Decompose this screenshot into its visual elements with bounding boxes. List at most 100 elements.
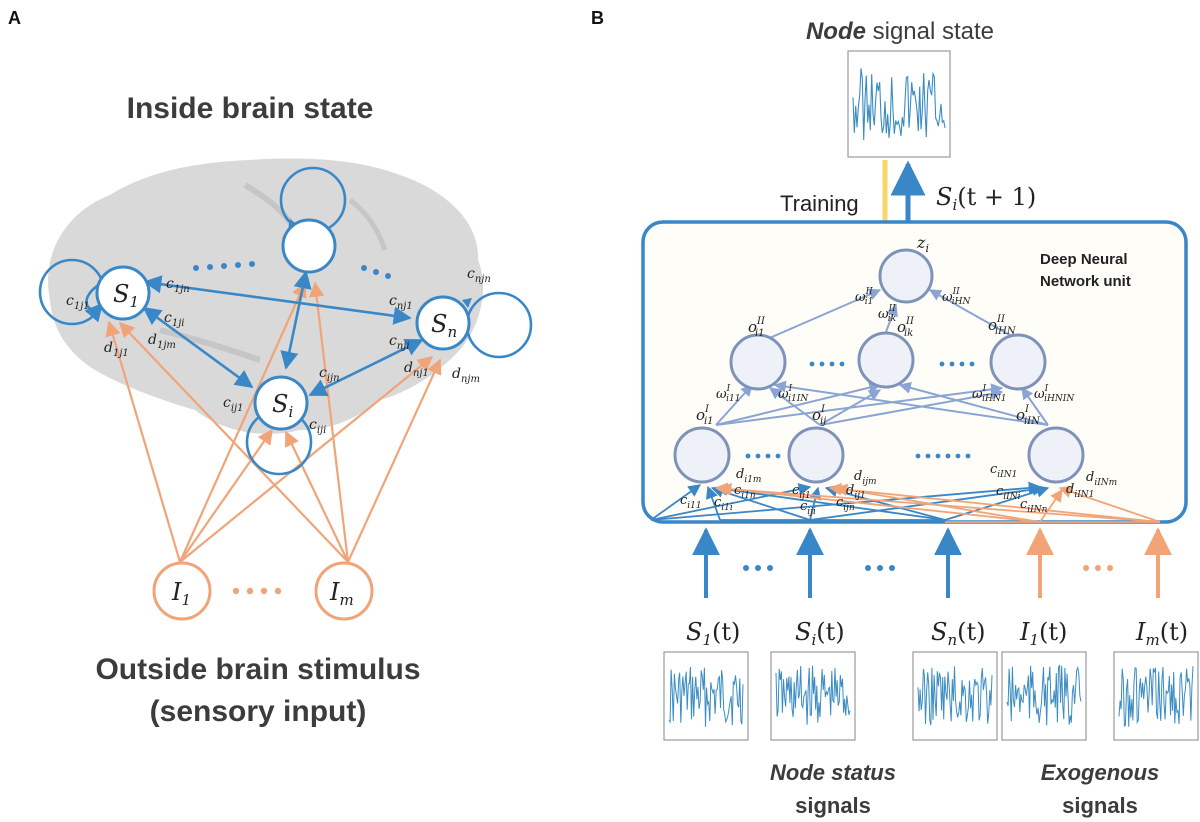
output-label: Si(t + 1) xyxy=(936,183,1036,214)
svg-text:cij1: cij1 xyxy=(792,483,811,501)
edge-label-sub: i1n xyxy=(741,491,756,501)
node-signal-state-title: Node signal state xyxy=(806,18,994,45)
edge-label-sub: nji xyxy=(397,341,410,352)
input-label-rest: (t) xyxy=(1160,618,1188,646)
svg-text:cnji: cnji xyxy=(389,333,410,352)
input-signal-trace xyxy=(1118,666,1194,727)
input-label-main: S xyxy=(686,618,702,646)
w-sup: II xyxy=(888,304,897,314)
w-sup: I xyxy=(982,384,987,394)
edge-label-sub: iIN1 xyxy=(1074,490,1094,500)
node-top xyxy=(281,218,337,274)
panel-a-bottom-line2: (sensory input) xyxy=(150,695,367,728)
panel-b-letter: B xyxy=(591,8,604,28)
svg-text:dnjm: dnjm xyxy=(452,366,480,385)
w-sub: ik xyxy=(888,314,896,324)
o-sup: II xyxy=(905,316,915,327)
training-label: Training xyxy=(780,191,859,216)
edge-label-sub: nj1 xyxy=(397,301,413,312)
input-fan-blue xyxy=(650,481,1050,521)
hidden1-neuron xyxy=(1027,426,1085,484)
svg-text:ciINi: ciINi xyxy=(996,484,1021,502)
node-sn-sub: n xyxy=(447,323,457,341)
edge-label: c xyxy=(166,276,174,292)
node-si-sub: i xyxy=(288,403,293,421)
edge-label: c xyxy=(734,483,742,498)
edge-label: c xyxy=(223,395,231,411)
z-main: z xyxy=(916,233,926,252)
node-s1-sub: 1 xyxy=(129,293,139,311)
w-sub: i1 xyxy=(865,297,874,307)
svg-text:ciji: ciji xyxy=(309,417,326,436)
input-signal-box xyxy=(770,651,856,741)
svg-text:c1ji: c1ji xyxy=(164,310,185,329)
node-im-label: I xyxy=(329,578,340,606)
w-label: ω xyxy=(972,387,983,402)
w-label: ω xyxy=(878,307,889,322)
dnn-nodes xyxy=(673,248,1085,484)
panel-a-edge-labels: c1j1 c1jn c1ji d1j1 d1jm cnjn cnj1 cnji … xyxy=(66,266,491,436)
node-im-sub: m xyxy=(339,591,353,609)
edge-label-sub: iji xyxy=(807,507,816,517)
caption-exogenous: Exogenous xyxy=(1041,760,1160,785)
svg-text:c1jn: c1jn xyxy=(166,276,190,295)
w-label: ω xyxy=(778,387,789,402)
node-im: Im xyxy=(314,561,374,621)
input-label-sub: 1 xyxy=(1029,631,1039,649)
w-label: ω xyxy=(1034,387,1045,402)
node-i1-sub: 1 xyxy=(181,591,191,609)
edge-label-sub: i1m xyxy=(744,475,761,485)
dnn-connections xyxy=(715,288,1049,426)
w-sup: I xyxy=(788,384,793,394)
edge-label-sub: i11 xyxy=(687,501,701,511)
w-sub: i1IN xyxy=(788,394,809,404)
edge-label-sub: njn xyxy=(475,274,491,285)
edge-label-sub: 1jm xyxy=(157,340,176,351)
hidden1-neuron xyxy=(673,426,731,484)
z-label: zi xyxy=(916,233,929,255)
self-loop-sn xyxy=(465,291,533,359)
edge-label: d xyxy=(854,469,862,484)
w-sub: iHN1 xyxy=(982,394,1006,404)
hidden2-neuron xyxy=(729,333,787,391)
hidden2-neuron xyxy=(857,331,915,389)
edge-label: c xyxy=(836,495,844,510)
edge-label-sub: ij1 xyxy=(854,491,865,501)
input-label: S1(t) xyxy=(686,618,740,649)
o-sub: iHN xyxy=(995,326,1017,337)
input-label-rest: (t) xyxy=(816,618,844,646)
input-fan-orange xyxy=(714,482,1161,523)
svg-text:dij1: dij1 xyxy=(846,483,866,501)
input-signal-trace xyxy=(1006,664,1082,726)
svg-text:ci1n: ci1n xyxy=(734,483,756,501)
w-sub: i11 xyxy=(726,394,740,404)
edge-label: c xyxy=(680,493,688,508)
o-sup: II xyxy=(996,314,1006,325)
w-sub: iHNIN xyxy=(1044,394,1075,404)
o-label: o xyxy=(897,318,906,336)
o-sup: II xyxy=(756,316,766,327)
svg-text:S1: S1 xyxy=(113,280,139,311)
edge-label: c xyxy=(714,495,722,510)
o-sub: iIN xyxy=(1024,416,1041,427)
svg-text:cnjn: cnjn xyxy=(467,266,491,285)
svg-text:d1j1: d1j1 xyxy=(104,340,129,359)
edge-label-sub: iji xyxy=(317,425,327,436)
input-signal-trace xyxy=(775,665,851,725)
ellipsis-dots xyxy=(193,261,391,279)
svg-text:di1m: di1m xyxy=(736,467,761,485)
input-label: Si(t) xyxy=(795,618,845,649)
svg-text:cij1: cij1 xyxy=(223,395,244,414)
input-label-sub: m xyxy=(1145,631,1159,649)
edge-label-sub: iINn xyxy=(1027,505,1047,515)
edge-label: d xyxy=(846,483,854,498)
svg-text:ci1i: ci1i xyxy=(714,495,733,513)
panel-a: A Inside brain state xyxy=(8,8,533,728)
edge-label-sub: iINm xyxy=(1094,478,1117,488)
o-sub: ij xyxy=(820,416,826,427)
node-sn: Sn xyxy=(415,295,471,351)
svg-text:ciINn: ciINn xyxy=(1020,497,1048,515)
state-edges xyxy=(84,270,424,397)
